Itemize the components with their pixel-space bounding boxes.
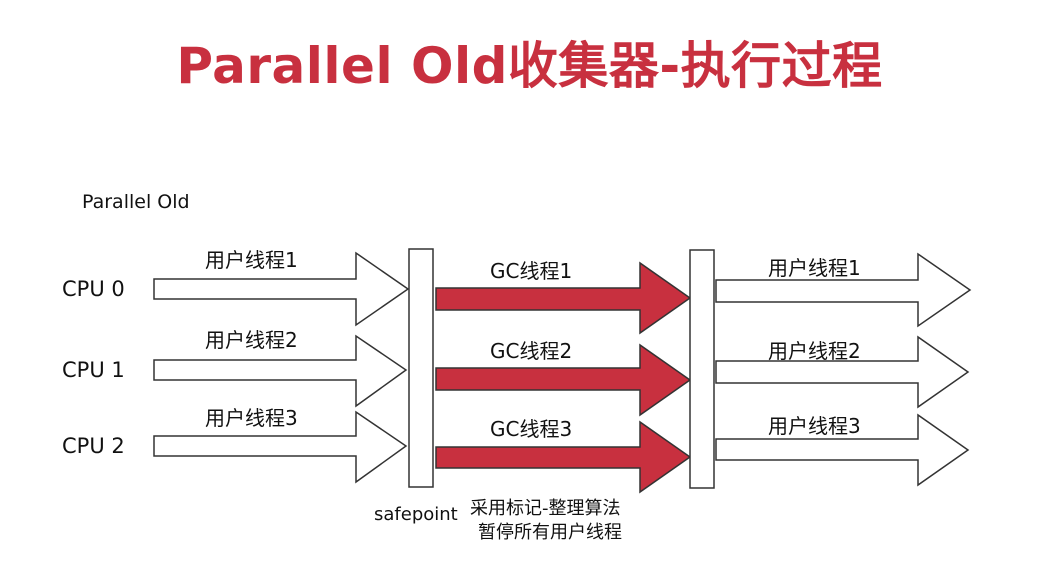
diagram-subtitle: Parallel Old xyxy=(82,191,190,213)
page-title: Parallel Old收集器-执行过程 xyxy=(176,37,883,95)
user-thread-label-before-1: 用户线程1 xyxy=(205,248,298,272)
safepoint-bar-end xyxy=(689,249,715,489)
safepoint-label: safepoint xyxy=(374,504,458,525)
user-thread-label-before-3: 用户线程3 xyxy=(205,406,298,430)
user-thread-arrow-after-2 xyxy=(715,335,970,409)
cpu-label-0: CPU 0 xyxy=(62,277,125,301)
safepoint-bar-start xyxy=(408,248,434,488)
gc-thread-label-1: GC线程1 xyxy=(490,259,573,283)
user-thread-label-after-3: 用户线程3 xyxy=(768,414,861,438)
algorithm-note: 采用标记-整理算法 xyxy=(470,498,621,519)
gc-thread-label-3: GC线程3 xyxy=(490,417,573,441)
user-thread-label-after-1: 用户线程1 xyxy=(768,256,861,280)
cpu-label-1: CPU 1 xyxy=(62,358,125,382)
gc-thread-arrow-2 xyxy=(435,343,692,417)
cpu-label-2: CPU 2 xyxy=(62,434,125,458)
user-thread-arrow-before-3 xyxy=(153,410,408,484)
gc-thread-arrow-3 xyxy=(435,420,692,494)
gc-thread-arrow-1 xyxy=(435,261,692,335)
user-thread-arrow-before-1 xyxy=(153,251,410,327)
gc-thread-label-2: GC线程2 xyxy=(490,339,573,363)
user-thread-arrow-after-1 xyxy=(715,252,972,328)
user-thread-label-after-2: 用户线程2 xyxy=(768,339,861,363)
user-thread-label-before-2: 用户线程2 xyxy=(205,328,298,352)
user-thread-arrow-after-3 xyxy=(715,413,970,487)
user-thread-arrow-before-2 xyxy=(153,334,408,408)
pause-note: 暂停所有用户线程 xyxy=(478,522,622,543)
